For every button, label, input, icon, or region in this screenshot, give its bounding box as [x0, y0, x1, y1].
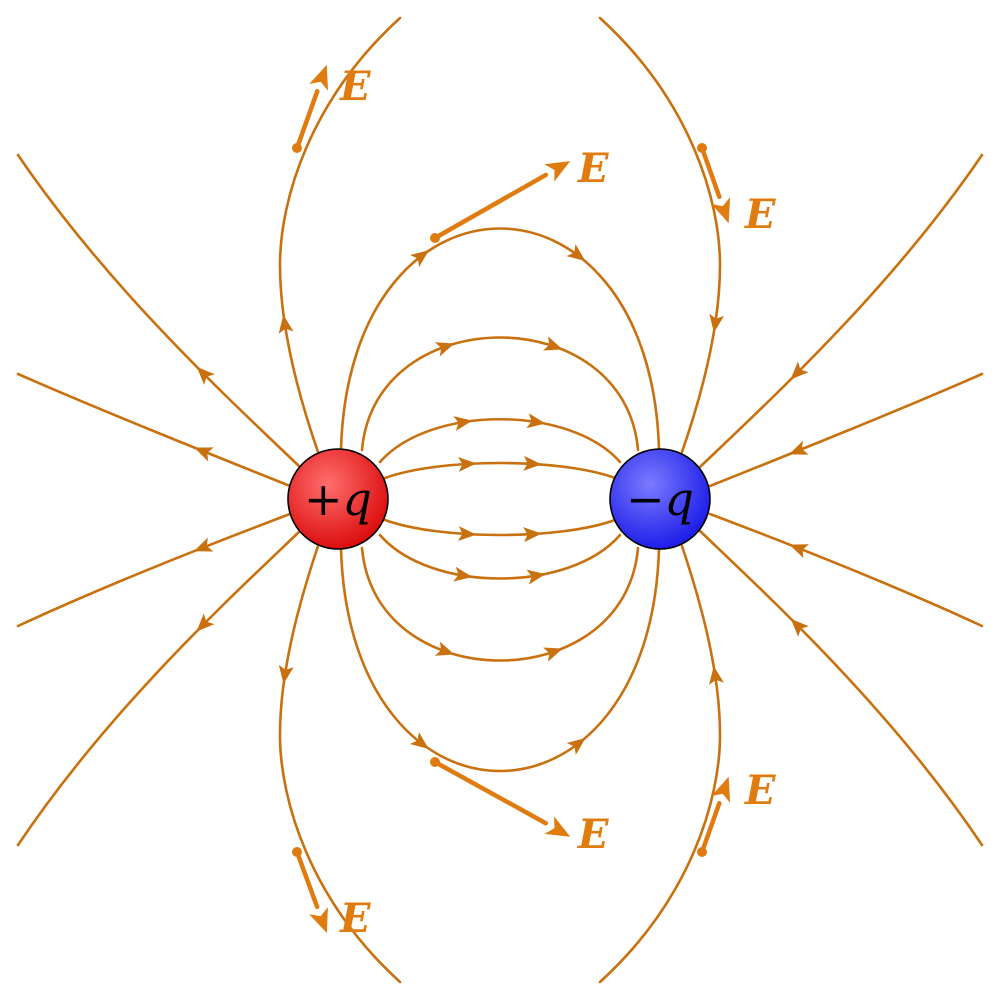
e-vector-line: [432, 759, 548, 826]
e-vector-label-2: E: [577, 145, 609, 192]
vector-labels: E E E E E E: [339, 63, 776, 942]
field-arrow: [790, 618, 809, 637]
field-line-inner-4: [378, 533, 622, 580]
field-arrow: [789, 544, 809, 559]
field-line-left-3: [16, 153, 302, 469]
negative-charge-label: −q: [626, 472, 694, 526]
field-arrow: [193, 537, 214, 552]
charges: +q −q: [287, 448, 711, 550]
field-arrow: [526, 413, 546, 429]
field-line-right-2: [598, 544, 722, 984]
field-arrow: [523, 527, 542, 543]
field-line-left-4: [16, 529, 302, 847]
field-arrow: [457, 456, 477, 472]
e-vector-head: [711, 776, 731, 803]
field-line-right-3: [698, 153, 984, 469]
e-vector-line: [699, 800, 722, 855]
field-line-inner-8: [339, 547, 661, 773]
field-arrow: [434, 342, 455, 357]
field-line-inner-3: [378, 417, 622, 464]
e-vector-label-4: E: [339, 895, 371, 942]
e-vector-head: [544, 161, 571, 182]
e-vector-head: [544, 816, 571, 837]
field-arrow: [789, 440, 809, 455]
field-arrow: [709, 313, 725, 333]
field-arrow: [566, 738, 586, 755]
field-arrow: [523, 455, 542, 471]
field-arrow: [278, 314, 294, 334]
field-line-inner-7: [339, 227, 661, 451]
e-vector-head: [309, 907, 328, 934]
field-arrow: [409, 732, 429, 749]
field-line-right-5: [708, 372, 984, 488]
e-vector-label-5: E: [577, 811, 609, 858]
field-arrow: [526, 569, 546, 585]
field-line-inner-1: [383, 461, 617, 480]
field-arrow: [543, 336, 563, 351]
field-line-right-1: [598, 16, 722, 454]
field-arrow: [709, 666, 724, 685]
positive-charge: [287, 448, 389, 550]
field-arrow: [434, 641, 455, 656]
field-line-left-1: [278, 16, 402, 454]
e-vector-label-6: E: [744, 767, 776, 814]
field-line-left-5: [16, 372, 292, 488]
e-vector-head: [711, 197, 731, 224]
positive-charge-label: +q: [304, 472, 372, 526]
e-vector-line: [294, 88, 320, 151]
field-line-inner-5: [360, 336, 640, 452]
field-arrow: [453, 416, 473, 431]
field-arrow: [457, 526, 477, 542]
field-line-left-6: [16, 512, 292, 628]
field-arrow: [566, 244, 586, 262]
e-vector-line: [699, 145, 722, 200]
e-vector-line: [432, 172, 549, 241]
field-line-left-2: [278, 544, 402, 984]
e-vector-head: [309, 64, 329, 91]
field-line-right-6: [708, 512, 984, 628]
field-arrow: [453, 566, 473, 582]
field-line-inner-2: [383, 518, 617, 537]
e-vector-label-3: E: [744, 191, 776, 238]
field-arrow: [194, 447, 214, 462]
field-arrow: [543, 647, 563, 662]
e-vector-label-1: E: [339, 63, 371, 110]
field-arrow: [278, 664, 294, 684]
field-lines: [16, 16, 984, 984]
field-arrow: [790, 361, 809, 380]
field-arrow: [410, 250, 429, 268]
field-vectors: [292, 64, 731, 934]
e-vector-line: [294, 849, 320, 910]
field-line-inner-6: [360, 546, 640, 662]
negative-charge: [609, 448, 711, 550]
field-arrow: [196, 613, 215, 632]
field-line-right-4: [698, 529, 984, 847]
field-arrows: [193, 244, 809, 755]
field-arrow: [196, 366, 215, 385]
